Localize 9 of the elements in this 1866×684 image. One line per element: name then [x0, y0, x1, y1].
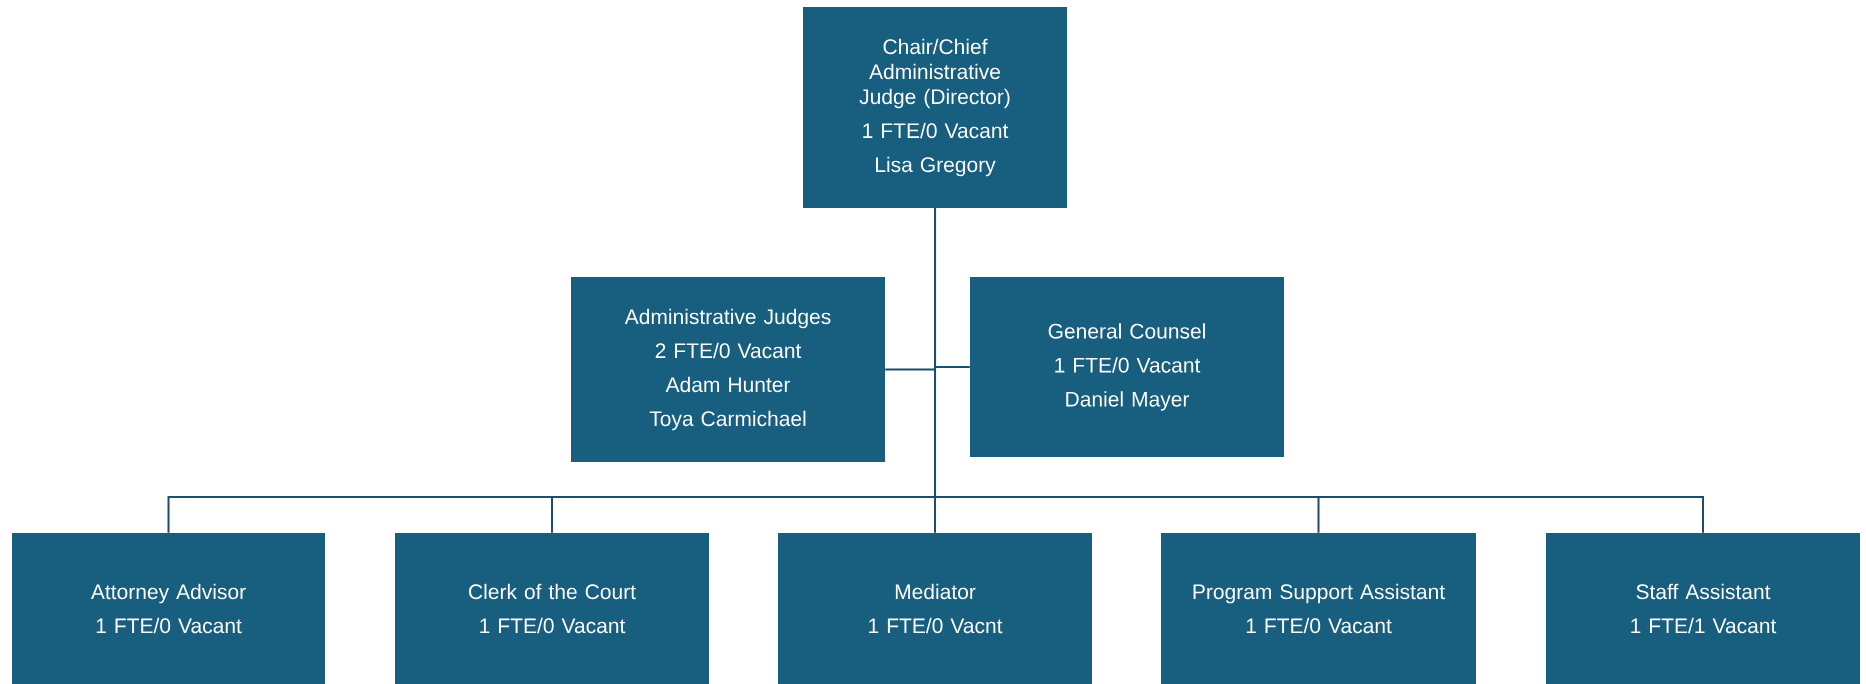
- org-box: Attorney Advisor 1 FTE/0 Vacant: [12, 533, 325, 684]
- org-box: Mediator 1 FTE/0 Vacnt: [778, 533, 1092, 684]
- connector-line: [934, 207, 1704, 534]
- org-box: Clerk of the Court 1 FTE/0 Vacant: [395, 533, 709, 684]
- org-box: General Counsel 1 FTE/0 Vacant Daniel Mayer: [970, 277, 1284, 457]
- org-box: Administrative Judges 2 FTE/0 Vacant Adam Hunter Toya Carmichael: [571, 277, 885, 462]
- org-box: Chair/Chief Administrative Judge (Director) 1 FTE/0 Vacant Lisa Gregory: [803, 7, 1067, 208]
- org-box: Staff Assistant 1 FTE/1 Vacant: [1546, 533, 1860, 684]
- org-box: Program Support Assistant 1 FTE/0 Vacant: [1161, 533, 1476, 684]
